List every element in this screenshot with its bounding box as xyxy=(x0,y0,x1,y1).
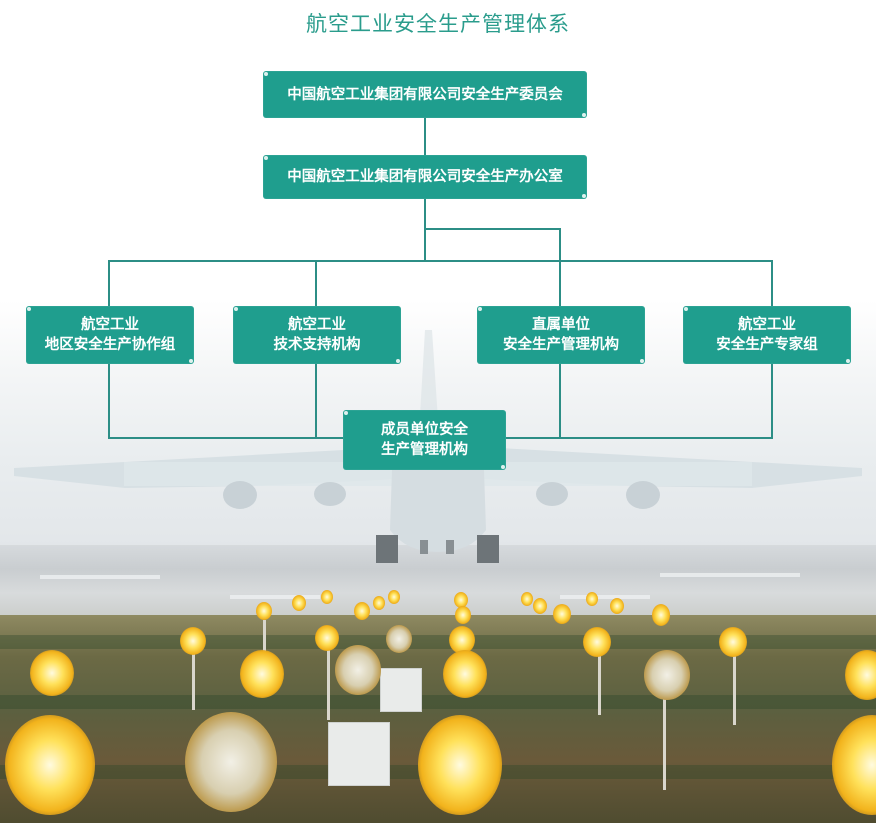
approach-light xyxy=(845,650,876,700)
node-label-line2: 安全生产专家组 xyxy=(716,337,818,353)
node-member-units: 成员单位安全 生产管理机构 xyxy=(343,410,506,470)
approach-light xyxy=(388,590,400,604)
node-safety-committee: 中国航空工业集团有限公司安全生产委员会 xyxy=(263,71,587,118)
runway-sign xyxy=(380,668,422,712)
runway-marking xyxy=(40,575,160,579)
node-label-line1: 航空工业 xyxy=(738,317,796,333)
connector-technical-top xyxy=(315,260,317,306)
light-pole xyxy=(598,655,601,715)
light-pole xyxy=(733,655,736,725)
approach-light xyxy=(454,592,468,608)
connector-direct-vertical xyxy=(559,228,561,306)
light-pole xyxy=(327,650,330,720)
node-label-line2: 生产管理机构 xyxy=(381,442,468,458)
connector-experts-bottom xyxy=(771,364,773,438)
approach-light xyxy=(240,650,284,698)
approach-light xyxy=(292,595,306,611)
node-label-line2: 安全生产管理机构 xyxy=(503,337,619,353)
node-label: 中国航空工业集团有限公司安全生产委员会 xyxy=(287,86,563,103)
approach-light xyxy=(583,627,611,657)
approach-light xyxy=(335,645,381,695)
approach-light xyxy=(449,626,475,654)
connector-experts-top xyxy=(771,260,773,306)
approach-light xyxy=(586,592,598,606)
approach-light xyxy=(652,604,670,626)
connector-direct-bottom xyxy=(559,364,561,438)
approach-light xyxy=(553,604,571,624)
approach-light xyxy=(185,712,277,812)
approach-light xyxy=(644,650,690,700)
grass-stripe xyxy=(0,695,876,709)
runway-marking xyxy=(560,595,650,599)
approach-light xyxy=(354,602,370,620)
connector-regional-top xyxy=(108,260,110,306)
approach-light xyxy=(321,590,333,604)
grass-stripe xyxy=(0,635,876,649)
runway-marking xyxy=(660,573,800,577)
node-label: 中国航空工业集团有限公司安全生产办公室 xyxy=(287,169,563,185)
connector-committee-office xyxy=(424,118,426,155)
approach-light xyxy=(386,625,412,653)
approach-light xyxy=(443,650,487,698)
light-pole xyxy=(192,650,195,710)
connector-office-down xyxy=(424,199,426,261)
approach-light xyxy=(533,598,547,614)
light-pole xyxy=(663,690,666,790)
approach-light xyxy=(180,627,206,655)
runway-sign xyxy=(328,722,390,786)
node-label-line2: 技术支持机构 xyxy=(273,337,361,353)
approach-light xyxy=(30,650,74,696)
node-safety-office: 中国航空工业集团有限公司安全生产办公室 xyxy=(263,155,587,199)
page-title: 航空工业安全生产管理体系 xyxy=(306,12,570,36)
connector-branch-horizontal xyxy=(108,260,773,262)
node-label-line1: 航空工业 xyxy=(288,317,346,333)
node-label-line2: 地区安全生产协作组 xyxy=(44,337,176,353)
approach-light xyxy=(418,715,502,815)
approach-light xyxy=(5,715,95,815)
approach-light xyxy=(719,627,747,657)
connector-office-direct-horizontal xyxy=(424,228,561,230)
node-expert-group: 航空工业 安全生产专家组 xyxy=(683,306,851,364)
node-direct-units: 直属单位 安全生产管理机构 xyxy=(477,306,645,364)
node-label-line1: 航空工业 xyxy=(81,317,139,333)
light-pole xyxy=(263,620,266,660)
approach-light xyxy=(315,625,339,651)
approach-light xyxy=(455,606,471,624)
node-label-line1: 直属单位 xyxy=(532,317,590,333)
node-technical-support: 航空工业 技术支持机构 xyxy=(233,306,401,364)
connector-technical-bottom xyxy=(315,364,317,438)
approach-light xyxy=(256,602,272,620)
approach-light xyxy=(610,598,624,614)
node-label-line1: 成员单位安全 xyxy=(381,422,468,438)
runway xyxy=(0,545,876,625)
approach-light xyxy=(373,596,385,610)
approach-light xyxy=(521,592,533,606)
node-regional-coordination-group: 航空工业 地区安全生产协作组 xyxy=(26,306,194,364)
runway-marking xyxy=(230,595,320,599)
connector-regional-bottom xyxy=(108,364,110,438)
